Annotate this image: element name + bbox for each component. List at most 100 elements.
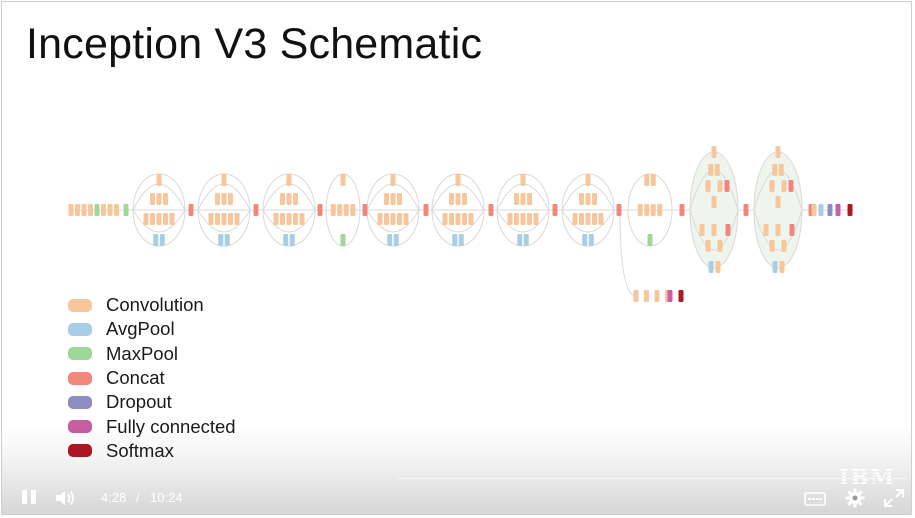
layer-node <box>775 146 781 158</box>
layer-node <box>678 290 684 302</box>
layer-node <box>150 193 155 205</box>
layer-node <box>781 180 787 192</box>
layer-node <box>488 204 494 216</box>
layer-node <box>637 204 643 216</box>
connection-line <box>262 209 316 233</box>
connection-line <box>496 209 550 233</box>
layer-node <box>788 180 794 192</box>
layer-node <box>715 261 721 273</box>
layer-node <box>423 204 429 216</box>
layer-node <box>514 193 519 205</box>
layer-node <box>572 213 578 225</box>
layer-node <box>330 204 336 216</box>
layer-node <box>455 213 461 225</box>
connection-line <box>753 209 803 251</box>
settings-button[interactable] <box>845 488 865 508</box>
layer-node <box>384 213 389 225</box>
layer-node <box>228 213 233 225</box>
layer-node <box>455 174 461 186</box>
layer-node <box>711 196 717 208</box>
legend: ConvolutionAvgPoolMaxPoolConcatDropoutFu… <box>68 293 236 463</box>
layer-node <box>101 204 106 216</box>
layer-node <box>847 204 853 216</box>
layer-node <box>449 193 454 205</box>
layer-node <box>221 193 227 205</box>
layer-node <box>520 213 526 225</box>
layer-node <box>393 234 399 246</box>
layer-node <box>280 213 285 225</box>
layer-node <box>781 240 787 252</box>
layer-node <box>714 164 720 176</box>
legend-swatch <box>68 371 92 385</box>
layer-node <box>699 224 705 236</box>
layer-node <box>523 234 529 246</box>
layer-node <box>442 213 448 225</box>
layer-node <box>317 204 323 216</box>
layer-node <box>818 204 824 216</box>
closed-captions-button[interactable] <box>804 492 826 506</box>
layer-node <box>779 261 785 273</box>
progress-track[interactable] <box>397 478 907 479</box>
layer-node <box>224 234 230 246</box>
layer-node <box>468 213 474 225</box>
layer-node <box>462 213 467 225</box>
layer-node <box>775 224 781 236</box>
layer-node <box>769 180 775 192</box>
layer-node <box>343 204 349 216</box>
layer-node <box>667 290 673 302</box>
layer-node <box>362 204 368 216</box>
layer-node <box>517 234 523 246</box>
layer-node <box>527 213 532 225</box>
legend-label: Convolution <box>106 294 204 316</box>
layer-node <box>644 290 649 302</box>
layer-node <box>449 213 454 225</box>
closed-captions-icon <box>804 492 826 506</box>
connection-line <box>689 169 739 211</box>
time-total: 10:24 <box>150 490 183 505</box>
layer-node <box>163 213 168 225</box>
time-current: 4:28 <box>101 490 127 505</box>
legend-swatch <box>68 347 92 361</box>
layer-node <box>455 193 461 205</box>
layer-node <box>654 290 660 302</box>
layer-node <box>811 204 817 216</box>
layer-node <box>397 213 402 225</box>
layer-node <box>743 204 749 216</box>
connection-line <box>197 209 251 233</box>
layer-node <box>717 240 723 252</box>
layer-node <box>711 224 717 236</box>
layer-node <box>390 193 396 205</box>
layer-node <box>458 234 464 246</box>
layer-node <box>153 234 159 246</box>
layer-node <box>769 240 775 252</box>
legend-swatch <box>68 420 92 434</box>
layer-node <box>705 240 711 252</box>
layer-node <box>208 213 214 225</box>
connection-line <box>619 209 637 297</box>
volume-button[interactable] <box>55 489 77 507</box>
legend-swatch <box>68 444 92 458</box>
layer-node <box>384 193 389 205</box>
layer-node <box>228 193 233 205</box>
layer-node <box>293 193 298 205</box>
connection-line <box>431 209 485 233</box>
pause-button[interactable] <box>22 490 36 504</box>
layer-node <box>280 193 285 205</box>
layer-node <box>650 174 656 186</box>
layer-node <box>598 213 604 225</box>
layer-node <box>156 174 162 186</box>
layer-node <box>644 174 650 186</box>
layer-node <box>789 224 795 236</box>
layer-node <box>286 174 292 186</box>
layer-node <box>725 224 731 236</box>
connection-line <box>689 209 739 251</box>
fullscreen-button[interactable] <box>884 489 904 507</box>
legend-swatch <box>68 395 92 409</box>
legend-label: Concat <box>106 367 165 389</box>
connection-line <box>753 169 803 211</box>
legend-item: Concat <box>68 366 236 390</box>
layer-node <box>221 213 227 225</box>
layer-node <box>81 204 87 216</box>
